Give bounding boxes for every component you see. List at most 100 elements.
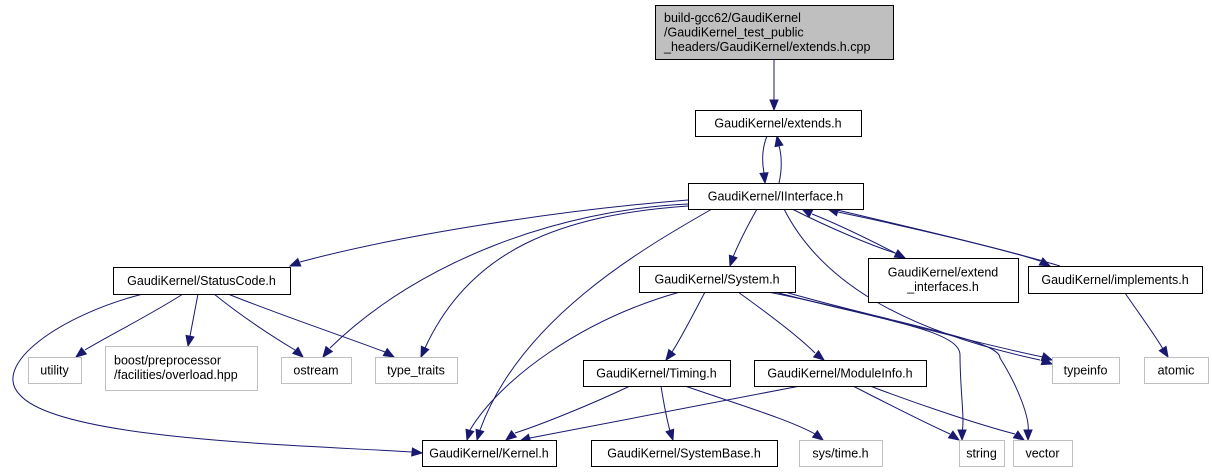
- node-systembase[interactable]: GaudiKernel/SystemBase.h: [591, 440, 778, 467]
- arrowhead-icon: [811, 429, 825, 441]
- edge-line: [227, 293, 386, 353]
- edge-iinterface-to-extends: [774, 134, 784, 184]
- edge-line: [869, 385, 1016, 435]
- edges-layer: [12, 58, 1169, 457]
- arrowhead-icon: [957, 429, 967, 442]
- node-label-line: GaudiKernel/StatusCode.h: [127, 274, 276, 288]
- arrowhead-icon: [1012, 430, 1026, 441]
- edge-iinterface-to-ostream: [322, 203, 689, 359]
- arrowhead-icon: [759, 172, 769, 185]
- node-box: [695, 110, 862, 137]
- edge-line: [329, 203, 689, 349]
- node-type_traits: type_traits: [375, 357, 458, 384]
- edge-system-to-kernel: [465, 291, 681, 442]
- arrowhead-icon: [1158, 345, 1169, 359]
- arrowhead-icon: [291, 346, 305, 358]
- node-label-line: _headers/GaudiKernel/extends.h.cpp: [663, 40, 870, 54]
- node-label-line: typeinfo: [1064, 364, 1108, 378]
- arrowhead-icon: [504, 429, 518, 441]
- edge-line: [784, 291, 1029, 433]
- node-system[interactable]: GaudiKernel/System.h: [639, 266, 796, 293]
- edge-iinterface-to-system: [728, 208, 758, 268]
- edge-line: [660, 385, 671, 432]
- edge-line: [852, 385, 951, 435]
- arrowhead-icon: [322, 345, 334, 359]
- arrowhead-icon: [288, 257, 302, 267]
- node-extend_interfaces[interactable]: GaudiKernel/extend_interfaces.h: [868, 258, 1019, 303]
- edge-system-to-string: [774, 291, 967, 442]
- node-label-line: GaudiKernel/extends.h: [714, 117, 841, 131]
- node-sys_time: sys/time.h: [799, 440, 883, 467]
- node-label-line: GaudiKernel/System.h: [654, 273, 779, 287]
- node-box: [959, 440, 1005, 467]
- edge-line: [737, 291, 816, 354]
- node-utility: utility: [28, 357, 82, 384]
- edge-extends-to-iinterface: [759, 135, 769, 185]
- arrowhead-icon: [665, 348, 677, 362]
- edge-line: [671, 291, 706, 353]
- node-label-line: GaudiKernel/Timing.h: [596, 367, 716, 381]
- node-iinterface[interactable]: GaudiKernel/IInterface.h: [688, 183, 864, 210]
- edge-system-to-timing: [665, 291, 706, 362]
- node-box: [1144, 357, 1209, 384]
- node-box: [688, 183, 864, 210]
- arrowhead-icon: [475, 428, 485, 442]
- node-label-line: build-gcc62/GaudiKernel: [664, 11, 801, 25]
- node-label-line: GaudiKernel/Kernel.h: [429, 447, 549, 461]
- node-root[interactable]: build-gcc62/GaudiKernel/GaudiKernel_test…: [655, 5, 894, 60]
- node-label-line: /GaudiKernel_test_public: [664, 26, 804, 40]
- arrowhead-icon: [74, 346, 88, 358]
- node-label-line: GaudiKernel/implements.h: [1041, 273, 1188, 287]
- edge-extend_interfaces-to-iinterface: [800, 208, 906, 259]
- edge-statuscode-to-ostream: [213, 293, 305, 358]
- arrowhead-icon: [774, 134, 784, 148]
- node-moduleinfo[interactable]: GaudiKernel/ModuleInfo.h: [754, 360, 927, 387]
- arrowhead-icon: [1040, 352, 1054, 362]
- edge-statuscode-to-boost_overload: [185, 293, 199, 348]
- edge-iinterface-to-kernel: [475, 208, 713, 442]
- edge-line: [1124, 292, 1164, 350]
- node-box: [28, 357, 82, 384]
- node-typeinfo: typeinfo: [1052, 357, 1120, 384]
- edge-line: [529, 385, 801, 439]
- edge-moduleinfo-to-vector: [869, 385, 1026, 441]
- node-label-line: boost/preprocessor: [114, 354, 221, 368]
- edge-statuscode-to-type_traits: [227, 293, 396, 358]
- node-kernel[interactable]: GaudiKernel/Kernel.h: [422, 440, 557, 467]
- node-box: [422, 440, 557, 467]
- node-boost_overload: boost/preprocessor/facilities/overload.h…: [105, 346, 258, 391]
- node-box: [591, 440, 778, 467]
- node-label-line: _interfaces.h: [906, 280, 979, 294]
- node-implements[interactable]: GaudiKernel/implements.h: [1028, 266, 1203, 294]
- node-box: [1052, 357, 1120, 384]
- node-box: [583, 360, 731, 387]
- arrowhead-icon: [800, 208, 814, 218]
- arrowhead-icon: [728, 254, 738, 268]
- edge-system-to-vector: [784, 291, 1033, 442]
- edge-line: [424, 205, 689, 349]
- edge-moduleinfo-to-string: [852, 385, 961, 441]
- edge-line: [832, 208, 1041, 262]
- node-label-line: type_traits: [387, 364, 445, 378]
- edge-timing-to-kernel: [504, 385, 631, 441]
- arrowhead-icon: [665, 428, 675, 442]
- edge-implements-to-atomic: [1124, 292, 1169, 359]
- node-box: [655, 5, 894, 60]
- node-statuscode[interactable]: GaudiKernel/StatusCode.h: [113, 267, 291, 295]
- node-label-line: GaudiKernel/extend: [888, 266, 999, 280]
- arrowhead-icon: [420, 345, 430, 359]
- arrowhead-icon: [382, 347, 396, 358]
- node-extends[interactable]: GaudiKernel/extends.h: [695, 110, 862, 137]
- edge-timing-to-sys_time: [684, 385, 825, 441]
- edge-line: [762, 135, 768, 174]
- edge-statuscode-to-utility: [74, 293, 184, 358]
- nodes-layer: build-gcc62/GaudiKernel/GaudiKernel_test…: [28, 5, 1209, 467]
- node-timing[interactable]: GaudiKernel/Timing.h: [583, 360, 731, 387]
- edge-system-to-moduleinfo: [737, 291, 826, 361]
- edge-line: [189, 293, 199, 337]
- node-ostream: ostream: [281, 357, 352, 384]
- edge-line: [774, 291, 964, 433]
- node-string: string: [959, 440, 1005, 467]
- arrowhead-icon: [947, 430, 961, 441]
